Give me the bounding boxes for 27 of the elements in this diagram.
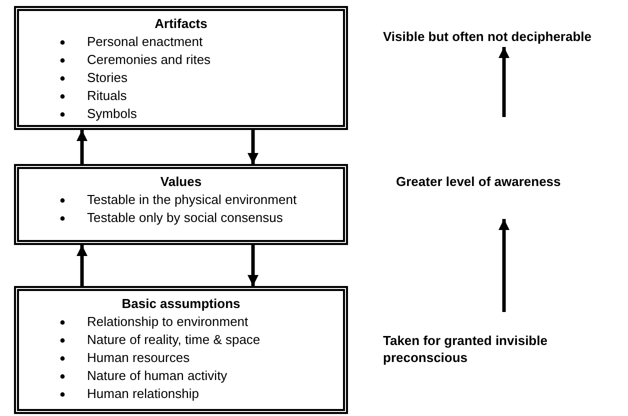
arrow — [76, 130, 88, 164]
list-item: Human resources — [87, 350, 190, 365]
arrow — [247, 245, 259, 286]
list-item: Testable only by social consensus — [87, 210, 283, 225]
level-label: Taken for granted invisible preconscious — [383, 332, 548, 366]
arrow — [498, 219, 510, 312]
arrow — [247, 130, 259, 164]
layer-box — [14, 6, 348, 130]
list-item: Nature of reality, time & space — [87, 332, 260, 347]
layer-title: Values — [159, 173, 203, 191]
layer-box — [14, 286, 348, 414]
layer-title: Basic assumptions — [120, 295, 242, 313]
list-item: Personal enactment — [87, 34, 203, 49]
list-item: Rituals — [87, 88, 127, 103]
layer-title: Artifacts — [154, 15, 208, 33]
list-item: Nature of human activity — [87, 368, 228, 383]
list-item: Testable in the physical environment — [87, 192, 297, 207]
list-item: Human relationship — [87, 386, 200, 401]
level-label: Greater level of awareness — [396, 173, 562, 190]
list-item: Ceremonies and rites — [87, 52, 211, 67]
arrow — [498, 47, 510, 117]
arrow — [76, 245, 88, 286]
list-item: Symbols — [87, 106, 137, 121]
list-item: Relationship to environment — [87, 314, 248, 329]
layer-box — [14, 164, 348, 245]
level-label: Visible but often not decipherable — [383, 28, 593, 45]
list-item: Stories — [87, 70, 128, 85]
